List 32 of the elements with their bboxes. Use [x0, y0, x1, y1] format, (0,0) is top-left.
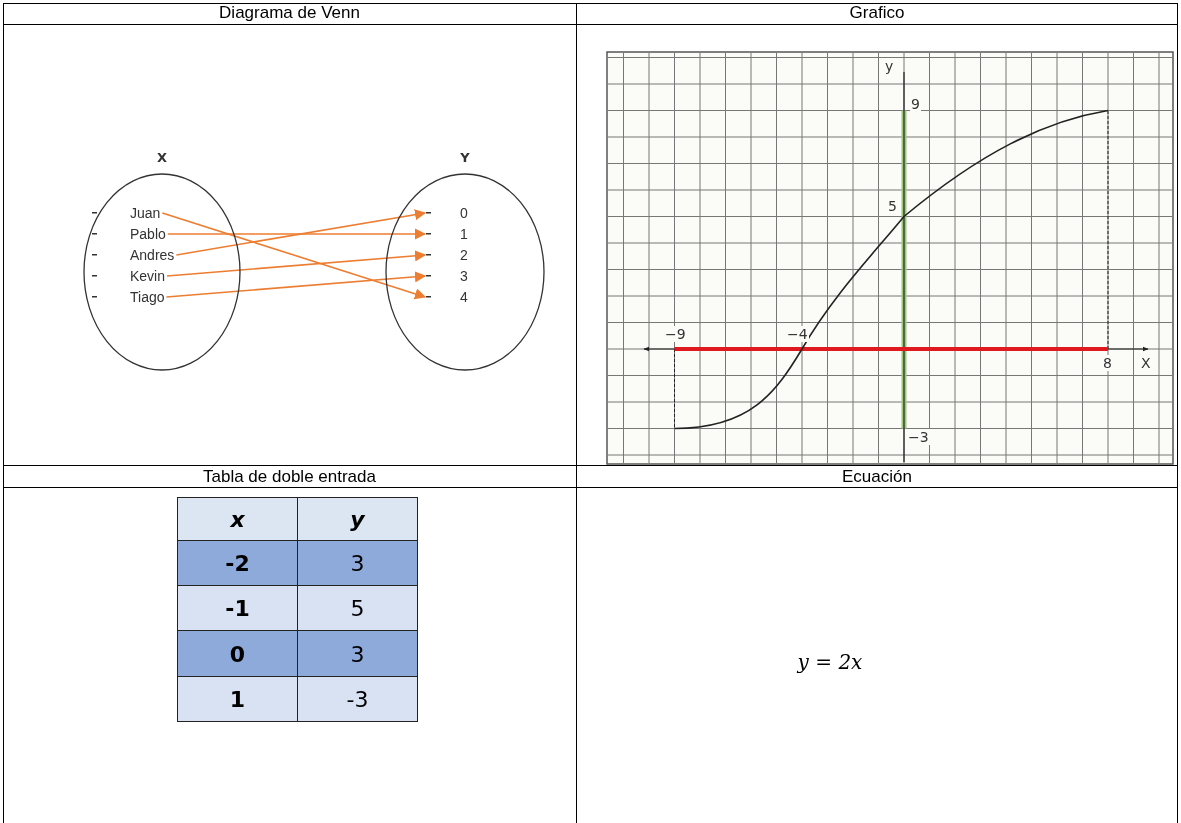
arrow — [167, 228, 427, 240]
arrow — [165, 271, 427, 298]
axis-label: −3 — [907, 429, 930, 445]
set-ellipse — [82, 150, 242, 372]
table-cell: 3 — [297, 540, 418, 586]
column-header: Grafico — [848, 2, 906, 23]
set-label: X — [156, 150, 168, 165]
axis-label: 8 — [1102, 355, 1113, 371]
equation: y = 2x — [796, 650, 864, 674]
axis-label: −4 — [786, 326, 809, 342]
axis-label: X — [1140, 355, 1152, 371]
table-cell: -1 — [177, 585, 298, 631]
table-cell: 3 — [297, 630, 418, 677]
column-header: Ecuación — [841, 466, 913, 487]
table-cell: y — [297, 497, 418, 541]
column-header: Tabla de doble entrada — [202, 466, 377, 487]
table-cell: 5 — [297, 585, 418, 631]
arrow — [166, 250, 427, 277]
set-ellipse — [384, 150, 546, 372]
table-cell: 1 — [177, 676, 298, 722]
axis-label: −9 — [664, 326, 687, 342]
table-cell: -2 — [177, 540, 298, 586]
table-cell: x — [177, 497, 298, 541]
column-header: Diagrama de Venn — [218, 2, 361, 23]
arrow — [175, 209, 427, 256]
list-item: Tiago — [92, 288, 165, 306]
axis-label: 5 — [887, 198, 898, 214]
table-cell: -3 — [297, 676, 418, 722]
axis-label: 9 — [910, 96, 921, 112]
set-label: Y — [459, 150, 471, 165]
table-cell: 0 — [177, 630, 298, 677]
arrow — [161, 212, 427, 300]
